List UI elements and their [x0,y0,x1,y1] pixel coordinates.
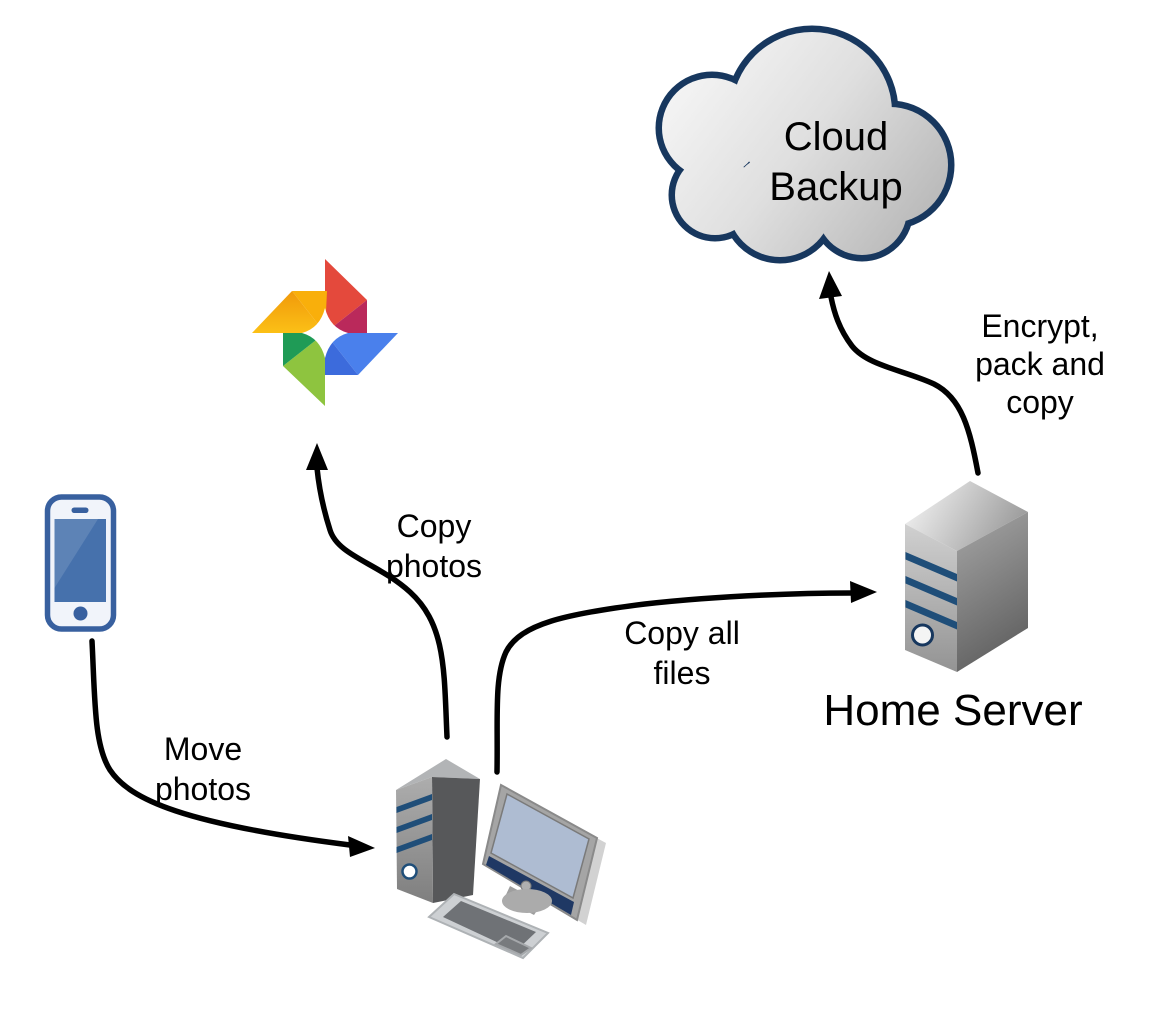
server-power-button [911,623,934,647]
label-line: files [653,655,711,691]
label-copy-photos: Copy photos [386,506,482,586]
server-top-face [905,481,1028,551]
arrow-copy-all-files [494,581,877,775]
arrow-line [89,638,353,848]
desktop-computer-icon [396,759,606,960]
arrow-line [828,294,981,476]
arrow-head [819,271,842,299]
server-stripes [905,552,957,630]
cloud-shape [655,25,955,264]
label-line: Move [163,731,243,767]
tower-stripes [396,794,432,853]
label-line: Encrypt, [981,308,1099,344]
label-copy-all-files: Copy all files [624,613,740,693]
gp-blade-crimson [325,300,367,335]
label-line: Home Server [823,686,1083,735]
server-tower-icon [905,481,1028,672]
label-line: photos [385,548,483,584]
label-line: copy [1006,384,1074,420]
arrow-head [348,836,375,857]
cloud-fill [662,32,948,257]
arrow-head [306,443,328,470]
gp-blade-green-light [283,333,325,406]
arrow-move-photos [89,638,375,857]
server-side-face [957,512,1028,672]
label-move-photos: Move photos [155,729,251,809]
arrow-encrypt-pack-copy [819,271,981,476]
phone-home-button [73,606,88,621]
label-line: Copy all [624,615,740,651]
label-line: photos [154,771,252,807]
label-encrypt-pack-copy: Encrypt, pack and copy [975,307,1105,421]
phone-screen-glare [54,519,98,588]
phone-speaker [71,507,89,513]
gp-blade-blue [325,333,398,375]
phone-screen [54,519,106,602]
arrow-copy-photos [306,443,450,740]
tower-power-button [401,863,418,880]
monitor-stand-base [502,889,552,913]
gp-blade-orange [252,291,325,333]
keyboard-numpad-block [494,934,533,957]
tower-top-face [396,759,480,790]
smartphone-icon [44,494,117,632]
label-line: pack and [975,346,1105,382]
label-home-server: Home Server [823,687,1082,735]
label-line: Copy [396,508,472,544]
tower-side-face [432,777,480,903]
arrow-line [494,590,854,775]
label-line: Cloud [783,115,889,159]
google-photos-icon [252,259,398,406]
monitor-screen [490,792,590,900]
arrow-head [850,581,877,603]
label-cloud-backup: Cloud Backup [769,112,902,212]
label-line: Backup [769,165,903,209]
arrow-line [314,465,450,740]
gp-blade-green-dark [283,331,325,366]
gp-center-star [302,308,348,358]
gp-blade-red [325,259,367,333]
